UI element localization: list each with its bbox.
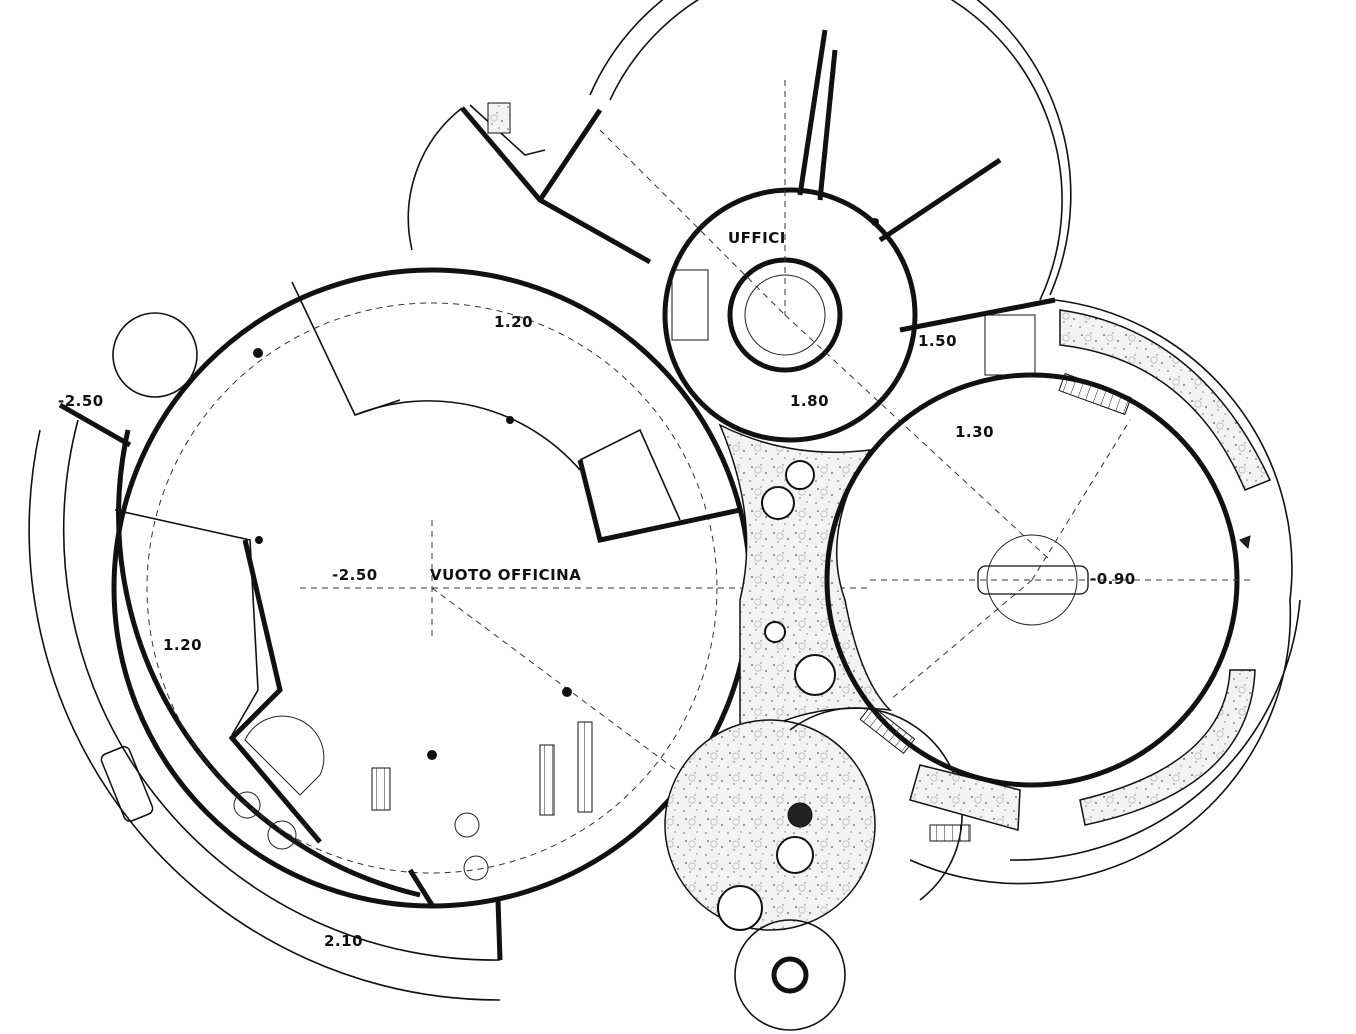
outer-corridor-ring bbox=[28, 402, 503, 1001]
level-left-entry: -2.50 bbox=[58, 392, 104, 410]
label-uffici: UFFICI bbox=[728, 229, 786, 247]
level-lower-left-room: 1.20 bbox=[163, 636, 202, 654]
level-small-room: 1.50 bbox=[918, 332, 957, 350]
level-east-hall: -0.90 bbox=[1090, 570, 1136, 588]
level-bottom-corridor: 2.10 bbox=[324, 932, 363, 950]
level-main-hall: -2.50 bbox=[332, 566, 378, 584]
office-block bbox=[537, 0, 1072, 561]
upper-north-wing bbox=[407, 102, 652, 265]
level-upper-left-room: 1.20 bbox=[494, 313, 533, 331]
east-hall bbox=[824, 299, 1301, 885]
level-core: 1.80 bbox=[790, 392, 829, 410]
label-vuoto-officina: VUOTO OFFICINA bbox=[430, 566, 581, 584]
level-east-room: 1.30 bbox=[955, 423, 994, 441]
